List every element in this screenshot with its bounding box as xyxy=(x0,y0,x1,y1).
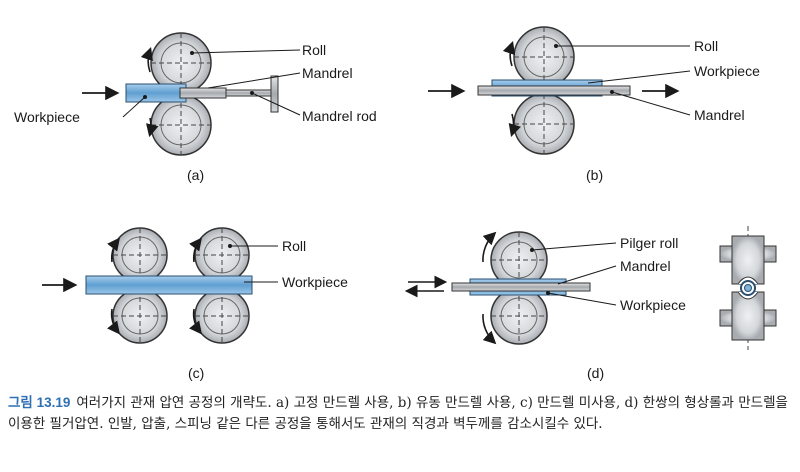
roll-top-c2 xyxy=(194,227,250,283)
rotation-arrow-icon xyxy=(189,237,202,263)
figure-number: 그림 13.19 xyxy=(8,395,71,410)
workpiece-tube-a xyxy=(125,83,187,103)
label-roll: Roll xyxy=(282,238,306,254)
roll-top-b xyxy=(513,26,575,88)
panel-c: Roll Workpiece (c) xyxy=(42,227,348,381)
mandrel-rod-handle-a xyxy=(270,75,279,113)
roll-top-c1 xyxy=(112,227,168,283)
panel-b: Roll Workpiece Mandrel (b) xyxy=(428,26,760,183)
rotation-arrow-icon xyxy=(502,40,515,67)
rotation-arrow-icon xyxy=(482,231,497,263)
mandrel-d xyxy=(451,282,591,292)
pilger-roll-bottom xyxy=(490,287,548,345)
rotation-arrow-icon xyxy=(508,113,521,138)
roll-top-a xyxy=(150,32,212,94)
rotation-arrow-icon xyxy=(107,237,120,263)
label-mandrel: Mandrel xyxy=(694,107,745,123)
caption-text: 여러가지 관재 압연 공정의 개략도. a) 고정 만드렐 사용, b) 유동 … xyxy=(8,395,788,432)
roll-bottom-c1 xyxy=(112,288,168,344)
label-workpiece: Workpiece xyxy=(694,63,760,79)
rotation-arrow-icon xyxy=(482,313,497,345)
roll-bottom-a xyxy=(150,94,212,156)
mandrel-rod-a xyxy=(225,89,273,97)
mandrel-a xyxy=(179,87,227,99)
label-pilger-roll: Pilger roll xyxy=(620,235,678,251)
rotation-arrow-icon xyxy=(189,308,202,335)
label-workpiece: Workpiece xyxy=(14,109,80,125)
panel-a: Roll Mandrel Mandrel rod Workpiece (a) xyxy=(14,32,377,183)
label-mandrel: Mandrel xyxy=(620,258,671,274)
label-roll: Roll xyxy=(694,38,718,54)
rotation-arrow-icon xyxy=(146,117,159,138)
rotation-arrow-icon xyxy=(107,308,120,335)
panel-d: Pilger roll Mandrel Workpiece (d) xyxy=(404,226,777,381)
label-mandrel-rod: Mandrel rod xyxy=(302,108,377,124)
workpiece-tube-c xyxy=(85,275,253,295)
rotation-arrow-icon xyxy=(140,46,153,73)
subfigure-label-a: (a) xyxy=(187,167,204,183)
label-roll: Roll xyxy=(302,42,326,58)
subfigure-label-c: (c) xyxy=(188,365,204,381)
label-workpiece: Workpiece xyxy=(282,274,348,290)
label-mandrel: Mandrel xyxy=(302,65,353,81)
mandrel-b xyxy=(477,85,631,96)
subfigure-label-b: (b) xyxy=(586,167,603,183)
label-workpiece: Workpiece xyxy=(620,297,686,313)
subfigure-label-d: (d) xyxy=(587,365,604,381)
roll-bottom-c2 xyxy=(194,288,250,344)
roll-bottom-b xyxy=(513,93,575,155)
tube-rolling-diagram: Roll Mandrel Mandrel rod Workpiece (a) xyxy=(14,26,777,381)
pilger-roll-end-view xyxy=(719,226,777,350)
pilger-roll-top xyxy=(490,231,548,289)
